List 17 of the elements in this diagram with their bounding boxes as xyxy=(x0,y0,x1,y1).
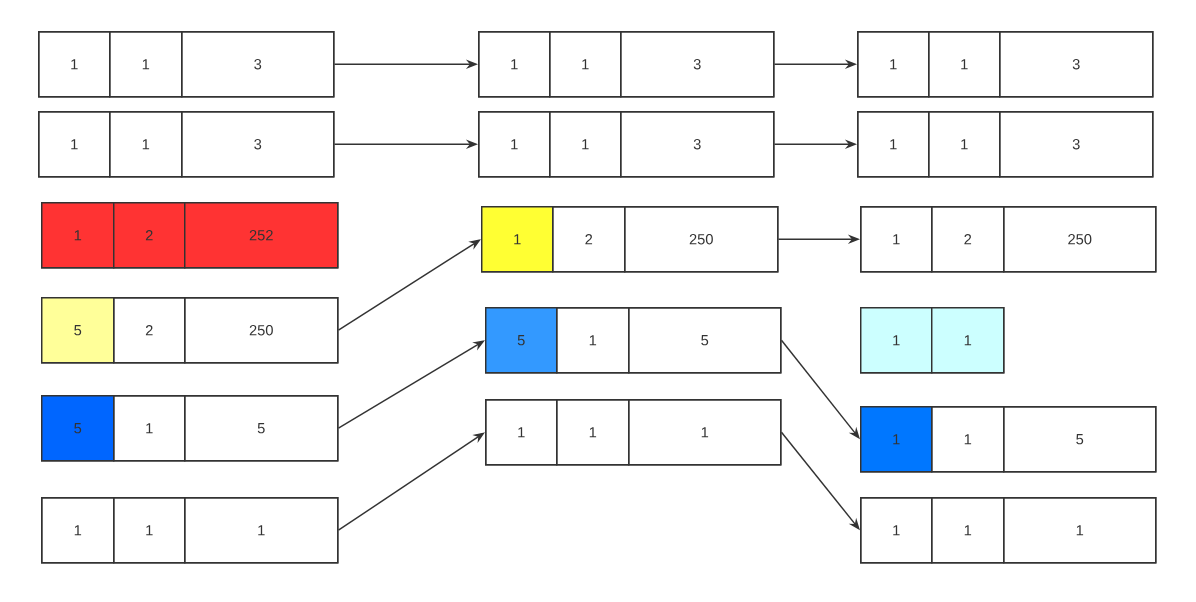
table-cell: 5 xyxy=(1003,406,1157,473)
table-cell: 1 xyxy=(481,206,554,273)
table-cell: 2 xyxy=(113,297,186,364)
table-cell: 250 xyxy=(184,297,339,364)
arrow xyxy=(337,239,481,331)
table-cell: 250 xyxy=(624,206,779,273)
table-cell: 5 xyxy=(485,307,558,374)
table-cell: 1 xyxy=(931,406,1005,473)
table-cell: 5 xyxy=(41,297,115,364)
table-cell: 1 xyxy=(860,406,933,473)
table-cell: 1 xyxy=(556,307,630,374)
table-cell: 1 xyxy=(113,395,186,462)
table-cell: 5 xyxy=(628,307,782,374)
table-cell: 2 xyxy=(552,206,626,273)
table-cell: 5 xyxy=(41,395,115,462)
arrow xyxy=(337,432,485,531)
table-cell: 5 xyxy=(184,395,339,462)
